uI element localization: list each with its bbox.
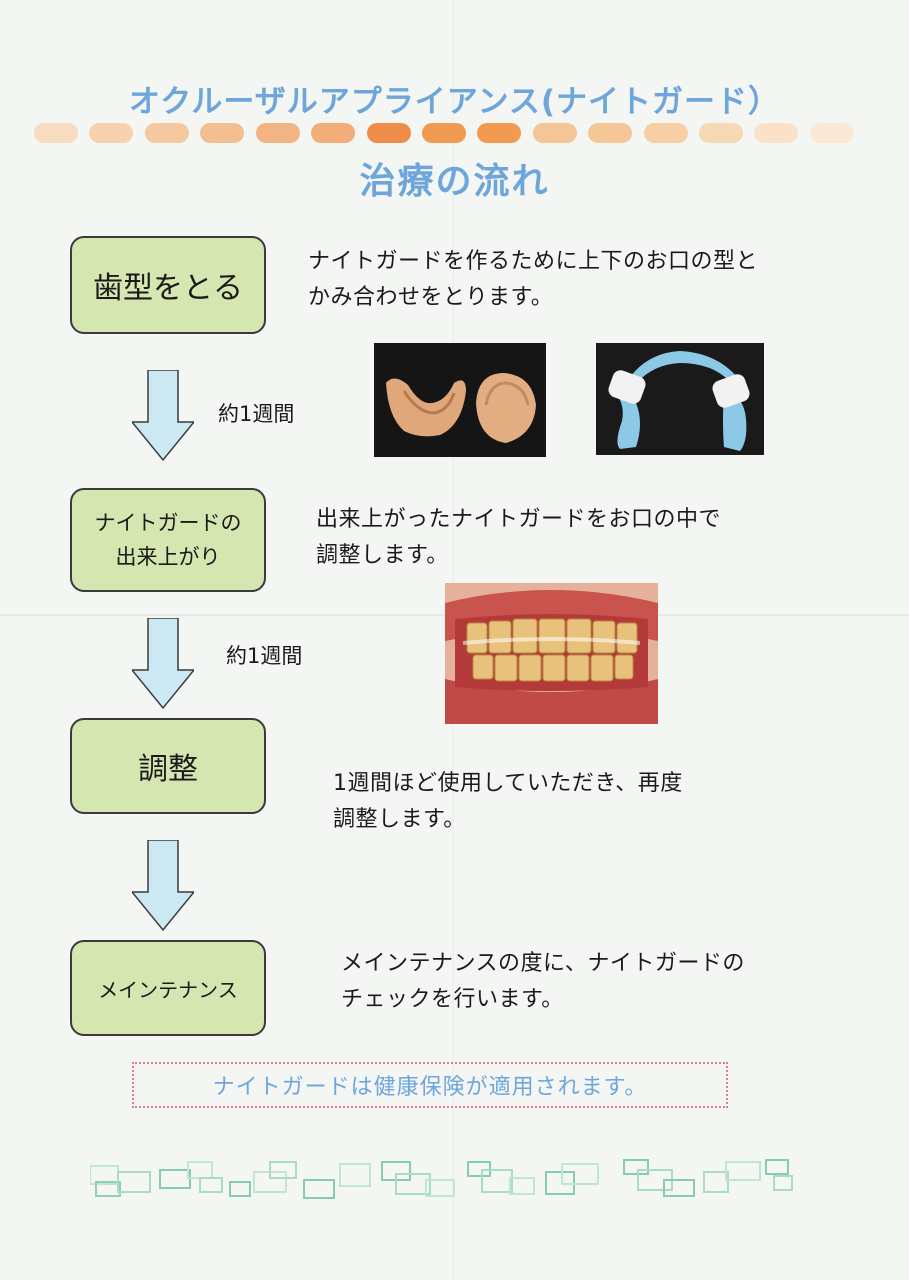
mouth-with-nightguard-photo — [445, 583, 658, 724]
bite-registration-photo — [596, 343, 764, 455]
down-arrow-icon — [132, 840, 194, 932]
description-line: メインテナンスの度に、ナイトガードの — [341, 951, 745, 976]
step-description: ナイトガードを作るために上下のお口の型と かみ合わせをとります。 — [308, 244, 758, 316]
decorative-dot — [89, 123, 134, 143]
step-label: 出来上がり — [115, 545, 221, 569]
description-line: 1週間ほど使用していただき、再度 — [333, 771, 683, 796]
decorative-dot — [34, 123, 78, 143]
decorative-dot — [588, 123, 633, 143]
decorative-dot — [366, 123, 411, 143]
decorative-dot — [699, 123, 744, 143]
insurance-notice: ナイトガードは健康保険が適用されます。 — [132, 1062, 728, 1108]
decorative-dot — [477, 123, 522, 143]
down-arrow-icon — [132, 618, 194, 710]
decorative-dot — [643, 123, 688, 143]
decorative-dot — [532, 123, 577, 143]
decorative-dot — [311, 123, 356, 143]
step-label: 歯型をとる — [93, 271, 243, 306]
decorative-dot — [255, 123, 300, 143]
decorative-dot — [144, 123, 189, 143]
step-box-maintenance: メインテナンス — [70, 940, 266, 1036]
step-description: メインテナンスの度に、ナイトガードの チェックを行います。 — [341, 946, 745, 1018]
decorative-rectangles — [90, 1159, 793, 1199]
decorative-dot — [421, 123, 466, 143]
page-subtitle: 治療の流れ — [359, 161, 550, 202]
step-box-nightguard-complete: ナイトガードの 出来上がり — [70, 488, 266, 592]
step-description: 1週間ほど使用していただき、再度 調整します。 — [333, 766, 683, 838]
step-label: 調整 — [138, 752, 198, 787]
decorative-dot — [754, 123, 799, 143]
step-label: メインテナンス — [98, 977, 238, 1002]
stone-dental-models-photo — [374, 343, 546, 457]
step-label: ナイトガードの — [94, 511, 242, 535]
step-description: 出来上がったナイトガードをお口の中で 調整します。 — [316, 502, 721, 574]
description-line: 調整します。 — [333, 807, 466, 832]
description-line: チェックを行います。 — [341, 987, 564, 1012]
down-arrow-icon — [132, 370, 194, 462]
decorative-dot — [809, 123, 854, 143]
notice-text: ナイトガードは健康保険が適用されます。 — [212, 1075, 648, 1100]
interval-label: 約1週間 — [226, 644, 303, 668]
step-box-adjustment: 調整 — [70, 718, 266, 814]
description-line: 調整します。 — [316, 543, 449, 568]
description-line: ナイトガードを作るために上下のお口の型と — [308, 249, 759, 274]
page-title: オクルーザルアプライアンス(ナイトガード） — [128, 84, 781, 120]
step-box-impression: 歯型をとる — [70, 236, 266, 334]
description-line: 出来上がったナイトガードをお口の中で — [316, 507, 722, 532]
decorative-dot-row — [34, 120, 854, 146]
interval-label: 約1週間 — [218, 402, 295, 426]
description-line: かみ合わせをとります。 — [308, 285, 554, 310]
decorative-dot — [200, 123, 245, 143]
